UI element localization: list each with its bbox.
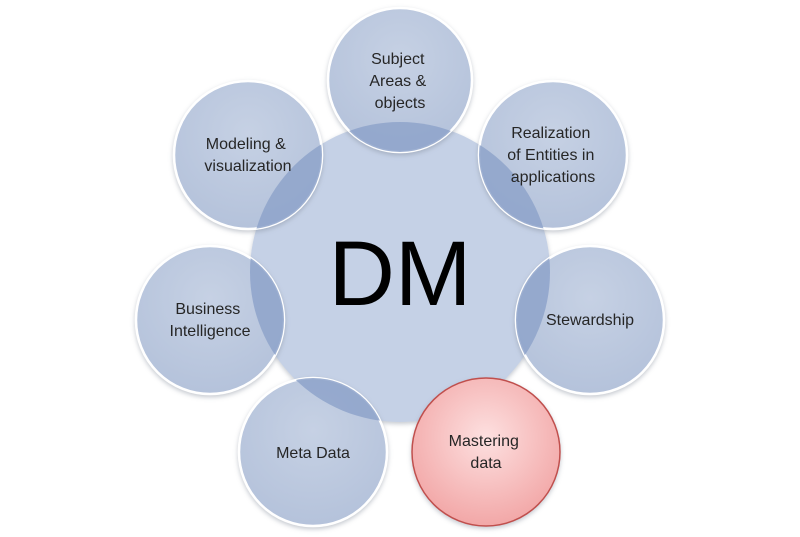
node-labels: Subject Areas & objects Realization of E… [170, 51, 635, 472]
center-label: DM [328, 223, 471, 325]
node-mastering-data [411, 377, 561, 527]
node-label-modeling-visualization: Modeling & visualization [204, 136, 291, 175]
node-label-meta-data: Meta Data [276, 445, 350, 462]
node-label-subject-areas: Subject Areas & objects [369, 51, 430, 112]
center-node: DM [250, 122, 550, 422]
node-label-stewardship: Stewardship [546, 312, 634, 329]
node-label-business-intelligence: Business Intelligence [170, 301, 251, 340]
node-label-realization-of-entities: Realization of Entities in applications [507, 125, 599, 186]
node-label-mastering-data: Mastering data [449, 433, 524, 472]
